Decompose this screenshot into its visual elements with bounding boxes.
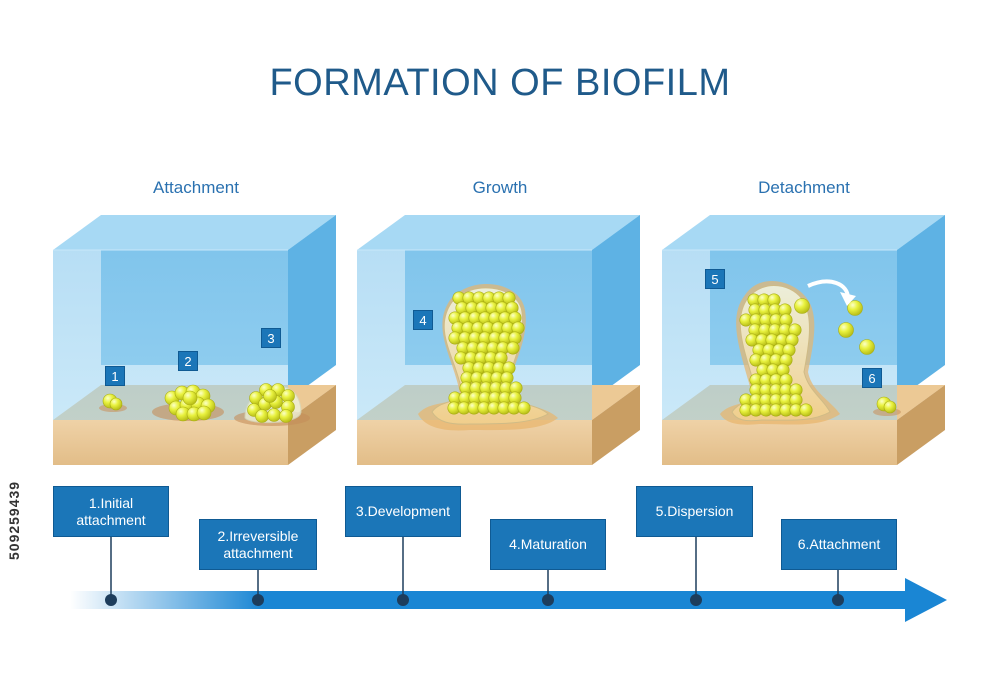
bacterium-cell — [182, 390, 198, 406]
step-label-line: 3.Development — [355, 503, 451, 519]
bacterium-cell — [517, 401, 531, 415]
bacterium-cell — [506, 341, 520, 355]
step-label-line: 6.Attachment — [797, 536, 881, 552]
step-label-line: 2.Irreversible — [217, 527, 299, 544]
bacteria-layer — [99, 279, 901, 431]
bacterium-cell — [267, 408, 281, 422]
step-label-line: attachment — [76, 511, 146, 528]
bacterium-cell — [263, 389, 277, 403]
bacterium-cell — [883, 400, 897, 414]
phase-label-detachment: Detachment — [758, 178, 850, 197]
marker-5: 5 — [705, 269, 725, 289]
bacterium-cell — [794, 298, 810, 314]
step-box-maturation: 4.Maturation — [490, 519, 606, 570]
step-label-line: 4.Maturation — [509, 536, 587, 552]
timeline-node — [397, 594, 409, 606]
phase-cube — [53, 215, 336, 465]
marker-2: 2 — [178, 351, 198, 371]
phase-label-growth: Growth — [472, 178, 528, 197]
page-title: FORMATION OF BIOFILM — [269, 62, 731, 104]
timeline-node — [690, 594, 702, 606]
timeline-node — [832, 594, 844, 606]
bacterium-cell — [109, 397, 123, 411]
step-label-line: 1.Initial — [88, 494, 134, 511]
phase-label-attachment: Attachment — [153, 178, 239, 197]
marker-4: 4 — [413, 310, 433, 330]
timeline-arrow — [70, 578, 947, 622]
step-box-attachment: 6.Attachment — [781, 519, 897, 570]
timeline-node — [252, 594, 264, 606]
step-label-line: attachment — [223, 544, 293, 561]
bacterium-cell — [279, 409, 293, 423]
timeline-node — [542, 594, 554, 606]
step-box-development: 3.Development — [345, 486, 461, 537]
step-box-dispersion: 5.Dispersion — [636, 486, 753, 537]
marker-6: 6 — [862, 368, 882, 388]
step-label-line: 5.Dispersion — [655, 503, 734, 519]
stock-id: 509259439 — [6, 480, 22, 560]
bacterium-cell — [859, 339, 875, 355]
bacterium-cell — [799, 403, 813, 417]
bacterium-cell — [847, 300, 863, 316]
timeline-node — [105, 594, 117, 606]
marker-1: 1 — [105, 366, 125, 386]
marker-3: 3 — [261, 328, 281, 348]
bacterium-cell — [196, 405, 212, 421]
bacterium-cell — [255, 409, 269, 423]
bacterium-cell — [838, 322, 854, 338]
